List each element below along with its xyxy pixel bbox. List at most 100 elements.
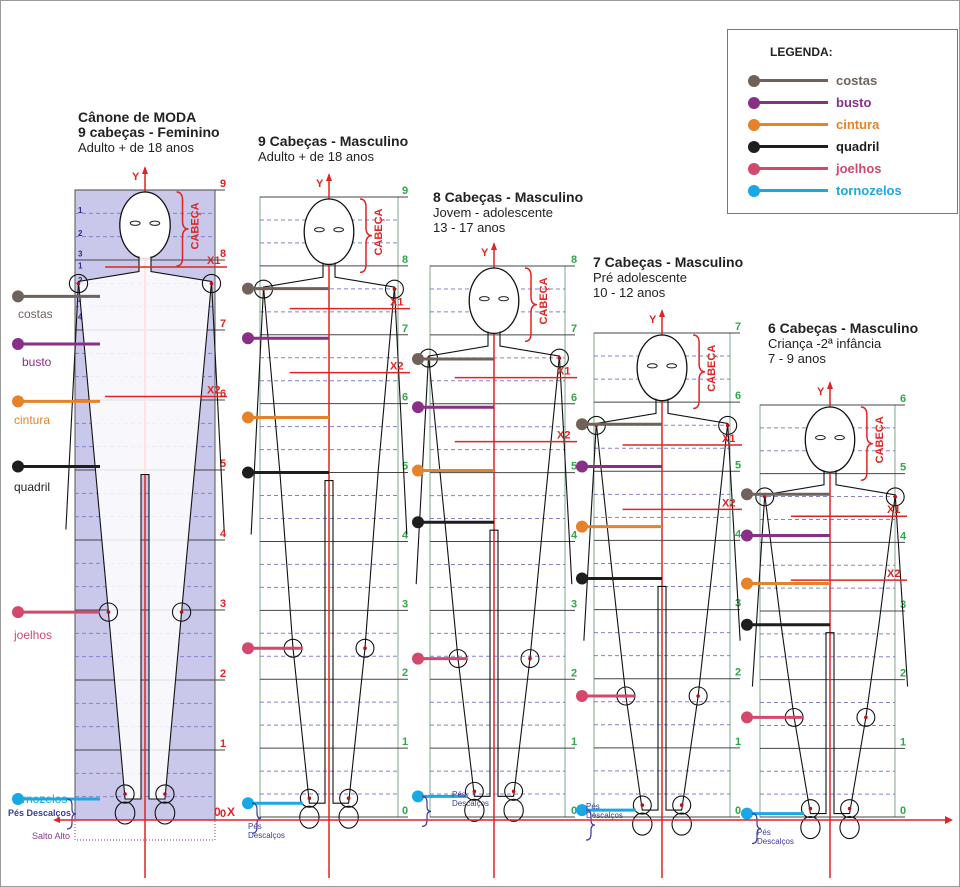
subtitle: Adulto + de 18 anos [258,149,375,164]
joint-center [76,281,81,286]
measure-marker-busto [576,460,588,473]
foot-outline [338,805,359,829]
joint-center [847,806,852,811]
x2-label: X2 [887,568,900,580]
cabeca-brace [860,406,873,481]
sub-number: 2 [78,276,83,285]
level-label: 8 [571,254,577,266]
sub-number: 4 [78,313,83,322]
joint-circle [171,602,192,622]
legend-item-busto: busto [748,95,948,111]
legend-label: cintura [836,117,880,132]
level-label: 3 [571,598,577,610]
y-axis-label: Y [649,314,657,326]
level-label: 0 [900,805,906,817]
eye-left [646,363,658,369]
legend-label: costas [836,73,878,88]
level-label: 4 [900,530,907,542]
level-label: 5 [900,462,906,474]
eye-right [834,435,845,441]
level-label: 7 [220,318,226,330]
legend-label: busto [836,95,872,110]
joint-center [307,796,312,801]
cabeca-label: CABEÇA [874,416,886,463]
level-label: 0 [735,805,741,817]
side-label-joelhos: joelhos [14,628,53,642]
level-label: 6 [735,390,741,402]
legend-marker-icon [748,185,760,197]
cabeca-label: CABEÇA [538,277,550,324]
level-label: 1 [735,736,741,748]
measure-marker-quadril [412,516,424,529]
head-outline [119,191,171,260]
joint-circle [504,781,524,801]
origin-zero-label: 0 [214,805,221,819]
joint-circle [155,784,175,804]
joint-circle [339,788,359,808]
measure-marker-joelhos [576,690,588,702]
level-label: 4 [220,528,227,540]
joint-center [106,610,111,614]
level-label: 0 [571,805,577,817]
level-label: 2 [900,668,906,680]
level-label: 1 [220,738,226,750]
measure-marker-costas [741,488,753,501]
level-label: 7 [571,323,577,335]
side-label-busto: busto [22,355,52,369]
joint-circle [68,273,89,294]
joint-center [864,715,868,720]
side-label-costas: costas [18,307,53,321]
y-axis-label: Y [481,247,489,259]
x1-label: X1 [557,366,570,378]
pes-text: Pés [248,822,262,831]
cabeca-brace [359,198,373,274]
foot-outline [114,801,136,825]
panel-feminino-9: 01234567891231234YCABEÇAX1X2 [12,166,227,878]
body-outline [764,470,896,815]
pes-descalcos-brace [251,802,262,834]
body-outline [262,262,396,804]
measure-marker-cintura [412,464,424,477]
legend-marker-icon [748,119,760,131]
legend-marker-icon [748,75,760,87]
cabeca-brace [176,191,189,267]
title-line-1: 6 Cabeças - Masculino [768,320,919,336]
level-label: 6 [402,392,408,404]
measure-marker-quadril [741,618,753,631]
joint-circle [384,279,404,299]
level-label: 0 [220,808,226,820]
joint-circle [688,686,708,706]
y-axis-arrow-icon [827,381,833,389]
eye-right [666,363,678,369]
joint-center [179,610,184,614]
joint-center [363,646,367,651]
title-line-2: 9 cabeças - Feminino [78,124,220,140]
sub-number: 3 [78,250,83,259]
eye-right [333,227,344,233]
joint-circle [115,784,135,804]
legend-line [756,167,828,170]
arm-left [583,423,597,641]
measure-marker-cintura [242,411,254,424]
foot-outline [632,812,653,836]
subtitle: Pré adolescente [593,270,687,285]
legend-line [756,189,828,192]
legend-title: LEGENDA: [770,45,833,59]
y-axis-label: Y [132,171,140,183]
measure-marker-quadril [242,466,254,479]
measure-marker-joelhos [412,652,424,665]
side-label-quadril: quadril [14,480,51,494]
descalcos-text: Descalços [452,799,489,808]
descalcos-text: Descalços [248,831,285,840]
panel-title-masculino-9: 9 Cabeças - Masculino Adulto + de 18 ano… [258,134,408,165]
measure-marker-joelhos [741,711,753,724]
joint-circle [201,273,222,294]
joint-center [346,796,351,801]
